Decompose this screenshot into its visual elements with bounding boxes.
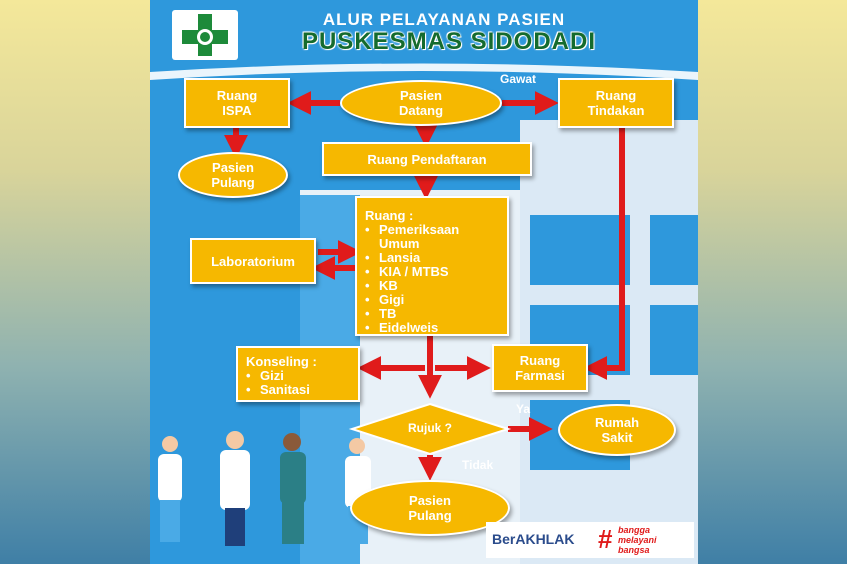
list-item: •Eidelweis <box>365 320 439 335</box>
list-item: Umum <box>379 236 420 251</box>
arrow-tindakan-farmasi <box>583 126 625 380</box>
puskesmas-logo <box>172 10 238 60</box>
berakhlak-logo: BerAKHLAK <box>492 531 575 547</box>
edge-label-tidak: Tidak <box>462 458 494 472</box>
footer-logos: BerAKHLAK # bangga melayani bangsa <box>486 522 694 558</box>
list-item: •Pemeriksaan <box>365 222 460 237</box>
node-laboratorium: Laboratorium <box>190 238 316 284</box>
edge-label-ya: Ya <box>516 402 531 416</box>
bangga-melayani-logo: bangga melayani bangsa <box>618 525 657 555</box>
list-item: •KIA / MTBS <box>365 264 449 279</box>
poster: ALUR PELAYANAN PASIEN PUSKESMAS SIDODADI… <box>150 0 698 564</box>
node-konseling: Konseling : •Gizi •Sanitasi <box>236 346 360 402</box>
list-item: •Gigi <box>365 292 405 307</box>
list-item: •Gizi <box>246 368 284 383</box>
ruang-items: •Pemeriksaan Umum •Lansia •KIA / MTBS •K… <box>365 223 499 335</box>
title-line2: PUSKESMAS SIDODADI <box>301 28 597 55</box>
medical-staff-illustration <box>158 431 371 546</box>
list-item: •TB <box>365 306 397 321</box>
konseling-header: Konseling : <box>246 354 317 369</box>
edge-label-gawat: Gawat <box>500 72 537 86</box>
node-ruang-list: Ruang : •Pemeriksaan Umum •Lansia •KIA /… <box>355 196 509 336</box>
list-item: •Lansia <box>365 250 421 265</box>
hashtag-icon: # <box>598 524 613 554</box>
flow-arrows <box>224 91 625 481</box>
list-item: •Sanitasi <box>246 382 310 397</box>
konseling-items: •Gizi •Sanitasi <box>246 369 350 397</box>
list-item: •KB <box>365 278 398 293</box>
title-line1: ALUR PELAYANAN PASIEN <box>322 10 566 29</box>
ruang-header: Ruang : <box>365 208 414 223</box>
rujuk-diamond <box>348 402 512 456</box>
node-rujuk-label: Rujuk ? <box>408 421 452 435</box>
node-ruang-pendaftaran: Ruang Pendaftaran <box>322 142 532 176</box>
